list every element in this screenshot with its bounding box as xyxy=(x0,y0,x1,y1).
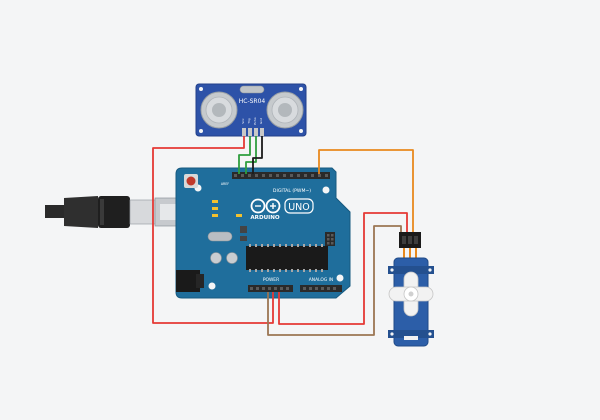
servo-connector-slot xyxy=(402,236,406,244)
sensor-pins[interactable] xyxy=(242,128,264,136)
servo-horn[interactable] xyxy=(388,271,434,317)
servo-screw-hole xyxy=(428,332,432,336)
sensor-hole xyxy=(299,129,303,133)
wire-sensor-trig[interactable] xyxy=(238,136,251,174)
sensor-pin-gnd-label: Gnd xyxy=(259,118,263,124)
mounting-hole xyxy=(336,274,344,282)
on-led xyxy=(236,214,242,217)
servo-connector-slot xyxy=(414,236,418,244)
power-header-pins xyxy=(250,287,289,290)
sensor-pin-vcc-label: Vcc xyxy=(241,118,245,124)
servo-label-strip xyxy=(404,336,418,340)
capacitor xyxy=(226,252,238,264)
wire-sensor-gnd[interactable] xyxy=(252,136,263,174)
wire-sensor-echo[interactable] xyxy=(245,136,257,174)
digital-header-label: DIGITAL (PWM~) xyxy=(273,188,311,194)
dc-power-jack[interactable] xyxy=(176,270,200,292)
rx-led xyxy=(212,214,218,217)
smd-chip xyxy=(240,236,247,241)
sensor-hole xyxy=(199,87,203,91)
usb-cable[interactable] xyxy=(45,196,198,228)
usb-cable-tail xyxy=(45,205,64,218)
power-header-label: POWER xyxy=(263,277,279,283)
wire-sensor-vcc-to-5v[interactable] xyxy=(152,136,274,324)
servo-mounting-tab xyxy=(388,330,434,338)
usb-plug-metal xyxy=(129,199,156,225)
sensor-model-label: HC-SR04 xyxy=(239,98,266,105)
sensor-hole xyxy=(199,129,203,133)
tx-led xyxy=(212,207,218,210)
smd-chip xyxy=(240,226,247,233)
uno-label: UNO xyxy=(288,202,310,213)
sensor-crystal xyxy=(239,85,265,94)
servo-motor[interactable] xyxy=(388,232,434,347)
ultrasonic-transmitter xyxy=(200,91,238,129)
wire-servo-power-to-5v[interactable] xyxy=(278,212,408,325)
atmega-microcontroller xyxy=(246,246,328,270)
l-led xyxy=(212,200,218,203)
digital-header xyxy=(232,172,330,179)
hc-sr04-sensor[interactable]: HC-SR04 Vcc Trig Echo Gnd xyxy=(195,83,307,137)
analog-header-pins xyxy=(303,287,336,290)
mounting-hole xyxy=(208,282,216,290)
icsp-pins xyxy=(327,234,334,245)
sensor-pin-labels: Vcc Trig Echo Gnd xyxy=(241,117,263,124)
usb-plug-body xyxy=(98,196,130,228)
icsp-header xyxy=(325,232,335,246)
aref-label: AREF xyxy=(221,182,229,186)
digital-header-pins xyxy=(234,174,328,177)
atmega-pins xyxy=(249,244,323,272)
reset-button-cap[interactable] xyxy=(186,176,196,186)
wire-servo-signal[interactable] xyxy=(318,149,414,232)
servo-connector-slot xyxy=(408,236,412,244)
arduino-brand: ARDUINO xyxy=(250,215,280,221)
dc-jack-front xyxy=(196,274,204,288)
sensor-pin-echo-label: Echo xyxy=(253,117,257,124)
servo-mounting-tab xyxy=(388,266,434,274)
arduino-logo xyxy=(250,198,281,214)
servo-screw-hole xyxy=(390,268,394,272)
servo-screw-hole xyxy=(390,332,394,336)
sensor-pin-trig-label: Trig xyxy=(247,118,251,124)
servo-screw-hole xyxy=(428,268,432,272)
wire-servo-ground[interactable] xyxy=(267,225,402,336)
arduino-uno-board[interactable]: DIGITAL (PWM~) AREF ARDUINO UNO xyxy=(175,167,351,299)
capacitor xyxy=(210,252,222,264)
ultrasonic-receiver xyxy=(266,91,304,129)
mounting-hole xyxy=(322,186,330,194)
uno-badge xyxy=(284,198,314,214)
crystal-oscillator xyxy=(207,231,233,242)
analog-header-label: ANALOG IN xyxy=(309,277,333,283)
wires xyxy=(152,136,414,336)
usb-plug-ridge xyxy=(100,199,104,225)
sensor-hole xyxy=(299,87,303,91)
usb-strain-relief xyxy=(64,196,98,228)
